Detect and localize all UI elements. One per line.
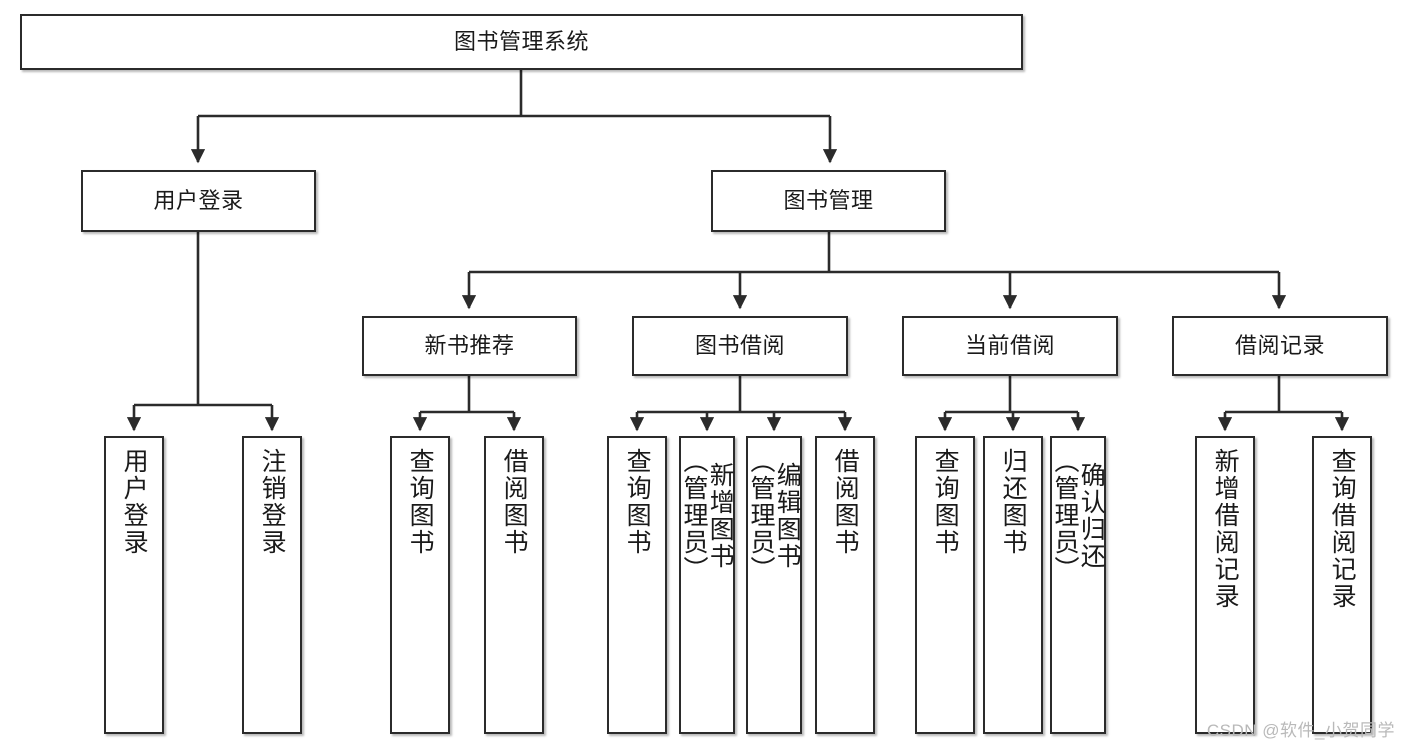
node-leaf-query-book-2-label: 查询图书	[623, 448, 652, 556]
node-leaf-add-book-label: 新增图书 （管理员）	[680, 448, 735, 583]
node-borrow-record[interactable]: 借阅记录	[1172, 316, 1388, 376]
edges-root-to-level2	[190, 70, 838, 164]
node-book-manage-label: 图书管理	[783, 188, 874, 214]
node-root[interactable]: 图书管理系统	[20, 14, 1023, 70]
node-user-login-label: 用户登录	[153, 188, 244, 214]
node-new-book-rec-label: 新书推荐	[424, 333, 515, 359]
node-leaf-query-book-1[interactable]: 查询图书	[390, 436, 450, 734]
node-leaf-borrow-book-2[interactable]: 借阅图书	[815, 436, 875, 734]
node-leaf-query-record[interactable]: 查询借阅记录	[1312, 436, 1372, 734]
edges-userlogin-to-leaves	[126, 232, 280, 432]
node-leaf-borrow-book-2-label: 借阅图书	[831, 448, 860, 556]
node-leaf-borrow-book-1-label: 借阅图书	[500, 448, 529, 556]
edges-currentborrow-to-leaves	[937, 376, 1086, 432]
edges-bookborrow-to-leaves	[629, 376, 853, 432]
node-leaf-return-book-label: 归还图书	[999, 448, 1028, 556]
edges-borrowrecord-to-leaves	[1217, 376, 1350, 432]
node-leaf-logout[interactable]: 注销登录	[242, 436, 302, 734]
node-leaf-confirm-return-label: 确认归还 （管理员）	[1051, 448, 1106, 583]
node-book-manage[interactable]: 图书管理	[711, 170, 946, 232]
edges-newbook-to-leaves	[412, 376, 522, 432]
node-leaf-query-book-2[interactable]: 查询图书	[607, 436, 667, 734]
watermark: CSDN @软件_小贺同学	[1206, 721, 1395, 740]
node-leaf-borrow-book-1[interactable]: 借阅图书	[484, 436, 544, 734]
node-leaf-return-book[interactable]: 归还图书	[983, 436, 1043, 734]
node-current-borrow-label: 当前借阅	[964, 333, 1055, 359]
node-new-book-rec[interactable]: 新书推荐	[362, 316, 577, 376]
node-leaf-query-book-3[interactable]: 查询图书	[915, 436, 975, 734]
node-leaf-add-record-label: 新增借阅记录	[1211, 448, 1240, 610]
node-leaf-confirm-return[interactable]: 确认归还 （管理员）	[1050, 436, 1106, 734]
node-leaf-user-login-label: 用户登录	[120, 448, 149, 556]
node-user-login[interactable]: 用户登录	[81, 170, 316, 232]
node-root-label: 图书管理系统	[453, 29, 589, 55]
node-leaf-edit-book-label: 编辑图书 （管理员）	[747, 448, 802, 583]
node-current-borrow[interactable]: 当前借阅	[902, 316, 1118, 376]
node-leaf-logout-label: 注销登录	[258, 448, 287, 556]
node-leaf-user-login[interactable]: 用户登录	[104, 436, 164, 734]
node-leaf-add-book[interactable]: 新增图书 （管理员）	[679, 436, 735, 734]
node-leaf-add-record[interactable]: 新增借阅记录	[1195, 436, 1255, 734]
node-leaf-query-record-label: 查询借阅记录	[1328, 448, 1357, 610]
node-leaf-query-book-3-label: 查询图书	[931, 448, 960, 556]
node-book-borrow[interactable]: 图书借阅	[632, 316, 848, 376]
node-leaf-query-book-1-label: 查询图书	[406, 448, 435, 556]
node-leaf-edit-book[interactable]: 编辑图书 （管理员）	[746, 436, 802, 734]
edges-bookmanage-to-level3	[461, 232, 1287, 310]
node-borrow-record-label: 借阅记录	[1234, 333, 1325, 359]
node-book-borrow-label: 图书借阅	[694, 333, 785, 359]
